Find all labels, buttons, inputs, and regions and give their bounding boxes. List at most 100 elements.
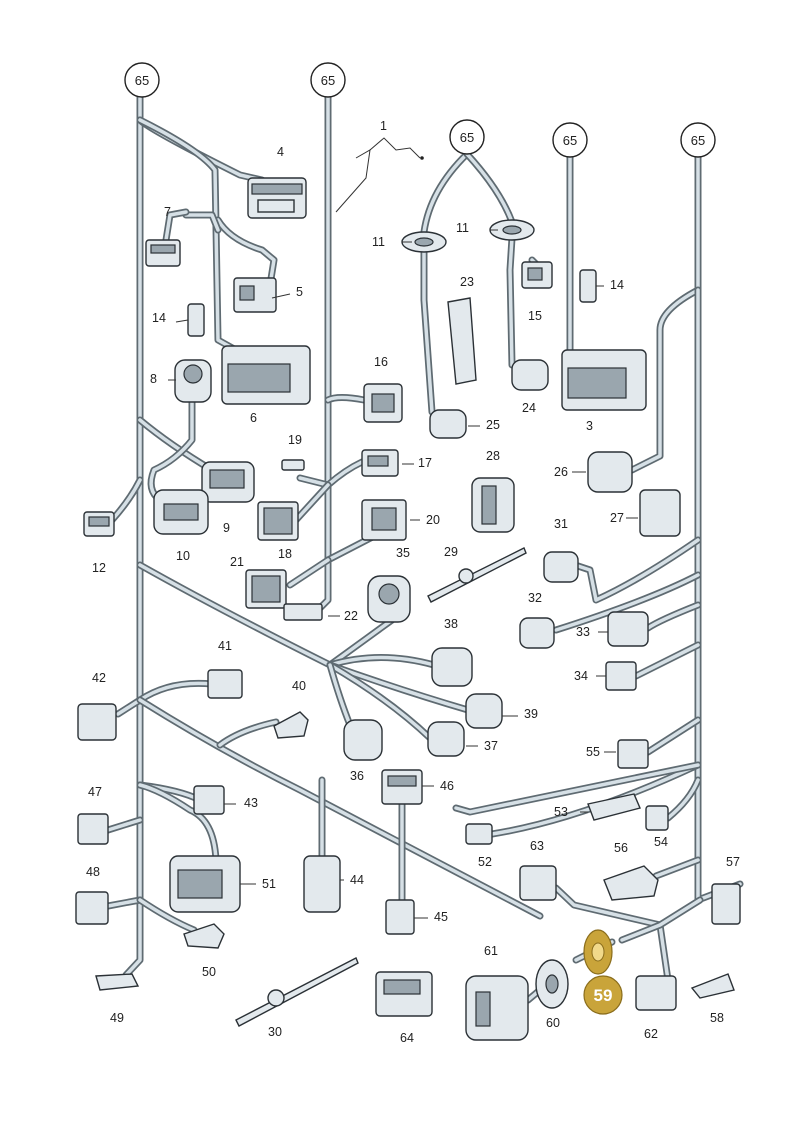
wire-core-21 [138,681,214,702]
connector-49[interactable] [95,973,140,991]
connector-41[interactable] [207,669,243,699]
connector-33[interactable] [607,611,649,647]
connector-50[interactable] [183,923,225,949]
connector-10[interactable] [153,489,209,535]
wire-harness [104,93,744,1004]
connector-9[interactable] [201,461,255,503]
connector-25[interactable] [429,409,467,439]
clip-14-right[interactable] [579,269,597,303]
label-50: 50 [202,965,216,979]
label-58: 58 [710,1011,724,1025]
connector-32[interactable] [519,617,555,649]
connector-57[interactable] [711,883,741,925]
connector-51[interactable] [169,855,241,913]
label-17: 17 [418,456,432,470]
connector-53[interactable] [587,793,641,821]
wire-core-5 [164,210,188,242]
connector-39[interactable] [465,693,503,729]
grommet-59[interactable] [583,929,613,975]
connector-6[interactable] [221,345,311,405]
connector-28[interactable] [471,477,515,533]
connector-17[interactable] [361,449,399,477]
label-31: 31 [554,517,568,531]
terminal-19[interactable] [281,459,305,471]
label-24: 24 [522,401,536,415]
label-42: 42 [92,671,106,685]
wire-core-28 [106,898,142,908]
wire-core-20 [328,663,352,727]
connector-40[interactable] [273,711,309,739]
connector-42[interactable] [77,703,117,741]
highlight-callout-59[interactable]: 59 [583,975,623,1015]
label-51: 51 [262,877,276,891]
wire-core-33 [465,152,514,224]
connector-5[interactable] [233,277,277,313]
sensor-44[interactable] [303,855,341,913]
connector-54[interactable] [645,805,669,831]
connector-63[interactable] [519,865,557,901]
connector-43[interactable] [193,785,225,815]
wire-core-13 [294,483,330,522]
wire-core-7 [149,400,194,502]
wire-core-19 [328,663,432,740]
connector-35[interactable] [367,575,411,623]
wire-core-27 [106,818,142,832]
label-16: 16 [374,355,388,369]
svg-text:65: 65 [321,73,335,88]
connector-26[interactable] [587,451,633,493]
label-48: 48 [86,865,100,879]
wire-core-46 [454,763,700,814]
connector-27[interactable] [639,489,681,537]
connector-62[interactable] [635,975,677,1011]
connector-55[interactable] [617,739,649,769]
cable-tie-29[interactable] [427,547,527,603]
ref-circle-65-b: 65 [310,62,346,98]
label-20: 20 [426,513,440,527]
connector-64[interactable] [375,971,433,1017]
connector-37[interactable] [427,721,465,757]
connector-31[interactable] [543,551,579,583]
connector-52[interactable] [465,823,493,845]
connector-61[interactable] [465,975,529,1041]
wire-core-43 [634,643,700,678]
connector-56[interactable] [603,865,659,901]
label-7: 7 [164,205,171,219]
connector-48[interactable] [75,891,109,925]
label-15: 15 [528,309,542,323]
connector-24[interactable] [511,359,549,391]
connector-45[interactable] [385,899,415,935]
clip-14-left[interactable] [187,303,205,337]
wire-core-15 [288,558,330,587]
connector-47[interactable] [77,813,109,845]
grommet-60[interactable] [535,959,569,1009]
label-1: 1 [380,119,387,133]
label-29: 29 [444,545,458,559]
connector-3[interactable] [561,349,647,411]
connector-36[interactable] [343,719,383,761]
connector-58[interactable] [690,973,735,999]
wire-core-39 [696,288,742,902]
cable-tie-30[interactable] [235,957,359,1027]
label-3: 3 [586,419,593,433]
bracket-23[interactable] [447,297,477,385]
connector-20[interactable] [361,499,407,541]
connector-34[interactable] [605,661,637,691]
connector-22[interactable] [283,603,323,621]
connector-38[interactable] [431,647,473,687]
connector-4[interactable] [247,177,307,219]
connector-18[interactable] [257,501,299,541]
connector-7[interactable] [145,239,181,267]
grommet-11-left[interactable] [401,231,447,253]
connector-15[interactable] [521,261,553,289]
wire-core-44 [646,718,700,754]
label-12: 12 [92,561,106,575]
connector-8[interactable] [174,359,212,403]
wire-core-29 [138,898,196,932]
wire-core-3 [216,218,276,287]
ref-circle-65-d: 65 [552,122,588,158]
connector-21[interactable] [245,569,287,609]
connector-12[interactable] [83,511,115,537]
wire-core-34 [422,250,434,414]
connector-46[interactable] [381,769,423,805]
connector-16[interactable] [363,383,403,423]
